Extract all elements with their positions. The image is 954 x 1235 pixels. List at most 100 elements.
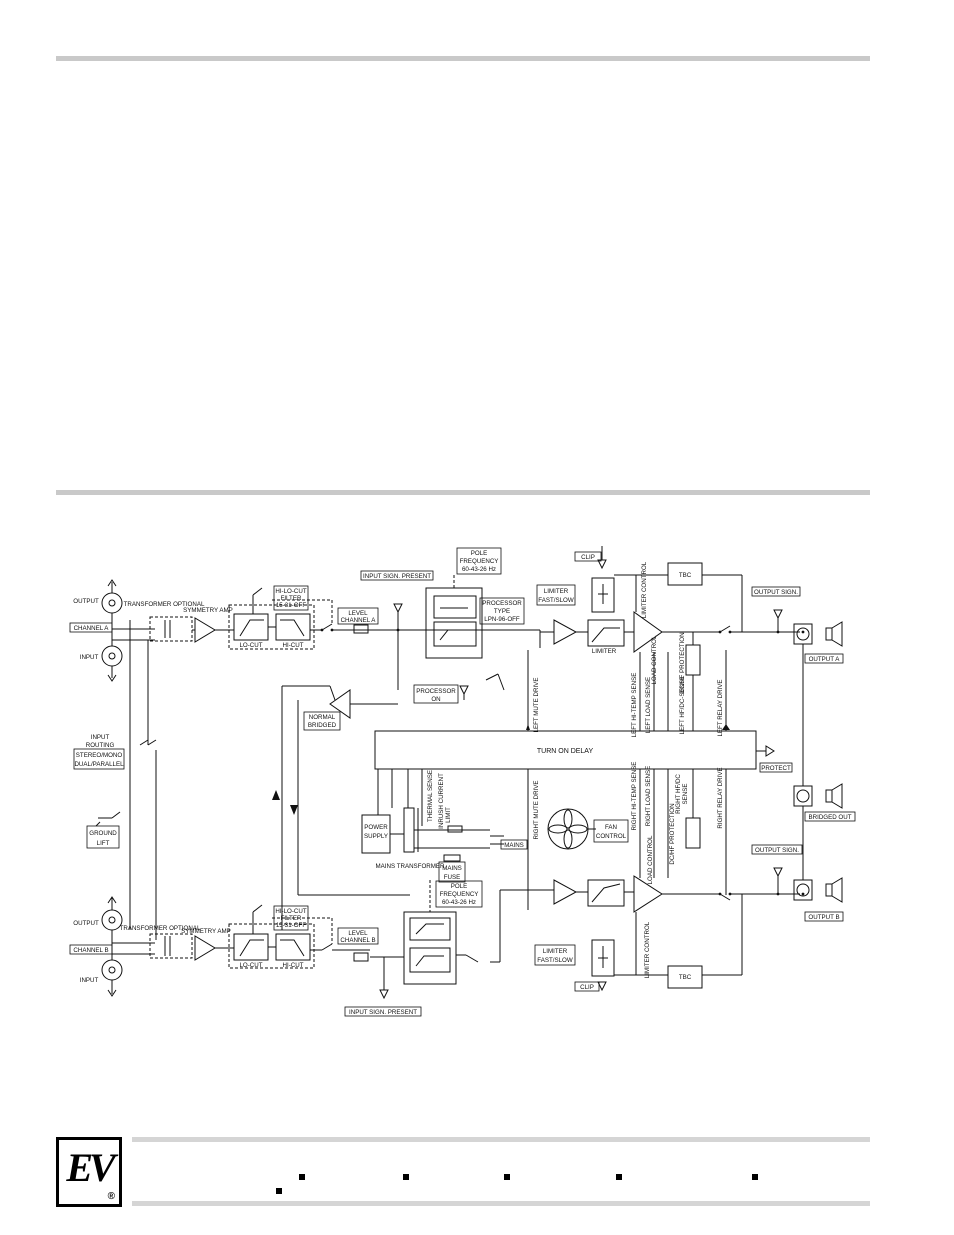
- filter-a-line2: FILTER: [281, 595, 302, 602]
- left-hi-temp-label: LEFT HI-TEMP SENSE: [631, 673, 638, 738]
- dc-protection-b: [685, 817, 701, 849]
- level-a-line1: LEVEL: [348, 610, 368, 617]
- footer-bullet: [403, 1174, 409, 1180]
- channel-a-label: CHANNEL A: [74, 625, 110, 632]
- input-sign-present-b: INPUT SIGN. PRESENT: [349, 1009, 417, 1016]
- clip-led-b: [597, 981, 607, 992]
- output-a-xlr-label: OUTPUT: [73, 598, 99, 605]
- output-sign-b-label: OUTPUT SIGN.: [755, 847, 799, 854]
- input-sign-present-a: INPUT SIGN. PRESENT: [363, 573, 431, 580]
- power-amp-a: [633, 611, 663, 653]
- pole-frequency-b-line1: POLE: [451, 883, 468, 890]
- pole-frequency-a-line1: POLE: [471, 550, 488, 557]
- xlr-input-b-connector: [101, 959, 123, 997]
- clip-b-label: CLIP: [580, 984, 594, 991]
- pole-frequency-a-line2: FREQUENCY: [460, 558, 499, 565]
- symmetry-amp-a: [194, 617, 216, 643]
- output-a-label: OUTPUT A: [809, 656, 841, 663]
- mains-transformer-label: MAINS TRANSFORMER: [376, 863, 446, 870]
- mains-label: MAINS: [504, 842, 524, 849]
- turn-on-delay-block: [374, 730, 757, 770]
- speaker-bridged-icon: [825, 789, 833, 803]
- transformer-b-label: TRANSFORMER OPTIONAL: [120, 925, 201, 932]
- bridged-out-label: BRIDGED OUT: [809, 814, 852, 821]
- limiter-b: [587, 879, 625, 907]
- filter-a-line3: 15-31-OFF: [276, 602, 306, 609]
- turn-on-delay-label: TURN ON DELAY: [537, 748, 594, 755]
- left-load-sense-label: LEFT LOAD SENSE: [645, 677, 652, 733]
- level-b-line2: CHANNEL B: [340, 937, 375, 944]
- gain-amp-a: [553, 619, 578, 645]
- symmetry-amp-b: [194, 935, 216, 961]
- hi-cut-a-label: HI-CUT: [283, 642, 304, 649]
- processor-type-line3: LPN-96-OFF: [484, 616, 520, 623]
- registered-mark: ®: [107, 1191, 115, 1202]
- level-pot-b: [353, 952, 369, 962]
- input-routing-line1: INPUT: [91, 734, 110, 741]
- xlr-output-a-connector: [101, 579, 123, 614]
- filter-b-line1: HI-LO-CUT: [275, 908, 306, 915]
- dc-protection-a: [685, 644, 701, 676]
- fan-icon: [547, 808, 589, 850]
- output-signal-led-a: [773, 609, 783, 620]
- footer-bullet: [299, 1174, 305, 1180]
- limiter-a: [587, 619, 625, 647]
- footer-bullet: [616, 1174, 622, 1180]
- left-relay-drive-label: LEFT RELAY DRIVE: [717, 679, 724, 736]
- lo-cut-filter-a: [233, 613, 269, 641]
- right-load-sense-label: RIGHT LOAD SENSE: [645, 766, 652, 826]
- limiter-fs-a-line2: FAST/SLOW: [538, 597, 574, 604]
- fan-control-line2: CONTROL: [596, 833, 627, 840]
- hi-cut-filter-b: [275, 933, 311, 961]
- mains-fuse: [443, 854, 461, 862]
- processor-on-line2: ON: [431, 696, 440, 703]
- load-control-b-label: LOAD CONTROL: [647, 835, 654, 884]
- tbc-box-a: [667, 562, 703, 586]
- limiter-fs-b-line2: FAST/SLOW: [537, 957, 573, 964]
- limiter-fs-b-line1: LIMITER: [543, 948, 568, 955]
- mains-fuse-line1: MAINS: [442, 865, 462, 872]
- tbc-b-label: TBC: [679, 974, 692, 981]
- mains-transformer: [403, 807, 415, 853]
- limiter-fs-a-line1: LIMITER: [544, 588, 569, 595]
- symmetry-amp-a-label: SYMMETRY AMP: [183, 607, 233, 614]
- filter-b-line2: FILTER: [281, 915, 302, 922]
- left-mute-drive-label: LEFT MUTE DRIVE: [533, 678, 540, 733]
- gain-amp-b: [553, 879, 578, 905]
- stereo-mono-line2: DUAL/PARALLEL: [74, 761, 124, 768]
- filter-b-line3: 15-31-OFF: [276, 922, 306, 929]
- xlr-output-b-connector: [101, 896, 123, 931]
- power-supply-line2: SUPPLY: [364, 833, 388, 840]
- limiter-control-b-label: LIMITER CONTROL: [644, 921, 651, 978]
- right-hf-dc-line2: SENSE: [682, 784, 689, 805]
- speakon-output-b: [793, 879, 813, 901]
- output-signal-led-b: [773, 867, 783, 878]
- ev-logo: EV ®: [56, 1137, 122, 1207]
- level-pot-a: [353, 624, 369, 634]
- ground-lift-line1: GROUND: [89, 830, 117, 837]
- symmetry-amp-b-label: SYMMETRY AMP: [181, 928, 231, 935]
- tbc-a-label: TBC: [679, 572, 692, 579]
- input-b-xlr-label: INPUT: [80, 977, 99, 984]
- pole-frequency-b-line3: 60-43-26 Hz: [442, 899, 476, 906]
- input-a-xlr-label: INPUT: [80, 654, 99, 661]
- protect-label: PROTECT: [761, 765, 791, 772]
- thermal-sense-label: THERMAL SENSE: [427, 770, 434, 822]
- transformer-a: [149, 616, 193, 642]
- footer-bar-bottom: [132, 1201, 870, 1206]
- tbc-box-b: [667, 965, 703, 989]
- normal-bridged-line1: NORMAL: [309, 714, 336, 721]
- level-a-line2: CHANNEL A: [341, 617, 377, 624]
- top-rule: [56, 56, 870, 61]
- right-hf-dc-line1: RIGHT HF/DC: [675, 774, 682, 814]
- mains-fuse-line2: FUSE: [444, 874, 461, 881]
- lo-cut-filter-b: [233, 933, 269, 961]
- right-hi-temp-label: RIGHT HI-TEMP SENSE: [631, 762, 638, 831]
- lo-cut-b-label: LO-CUT: [239, 962, 262, 969]
- inrush-line1: INRUSH CURRENT: [438, 773, 445, 829]
- inrush-line2: LIMIT: [445, 807, 452, 823]
- dc-hf-protection-a-label: DC/HF PROTECTION: [679, 632, 686, 693]
- stereo-mono-line1: STEREO/MONO: [76, 752, 123, 759]
- processor-type-line2: TYPE: [494, 608, 510, 615]
